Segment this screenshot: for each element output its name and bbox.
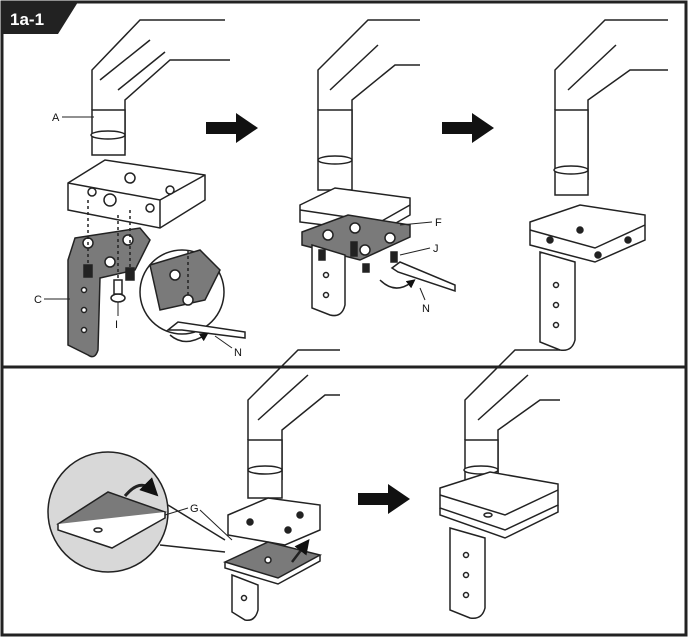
allen-key-n-2	[390, 261, 456, 293]
panel-3-assembled	[529, 19, 668, 352]
next-arrow-3	[358, 484, 410, 514]
allen-key-n	[165, 321, 246, 339]
label-n-1: N	[234, 347, 242, 359]
panel-2-attach-plate	[299, 19, 456, 317]
label-i: I	[115, 319, 118, 331]
mount-head	[67, 159, 206, 229]
label-c: C	[34, 294, 42, 306]
next-arrow-1	[206, 113, 258, 143]
next-arrow-2	[442, 113, 494, 143]
label-n-2: N	[422, 303, 430, 315]
label-j: J	[433, 243, 439, 255]
label-f: F	[435, 217, 442, 229]
step-tab: 1a-1	[2, 2, 78, 34]
panel-1-exploded-view	[67, 19, 246, 358]
panel-4-cover	[47, 349, 340, 622]
panel-5-finished	[439, 349, 560, 620]
arm-upper	[91, 19, 225, 110]
label-a: A	[52, 112, 60, 124]
plate-f	[301, 214, 411, 261]
panel-2-labels: F J N	[399, 217, 442, 315]
step-title: 1a-1	[10, 10, 44, 29]
panel-1-labels: A C I N	[34, 112, 242, 359]
label-g: G	[190, 503, 199, 515]
panel-4-labels: G	[164, 503, 233, 541]
